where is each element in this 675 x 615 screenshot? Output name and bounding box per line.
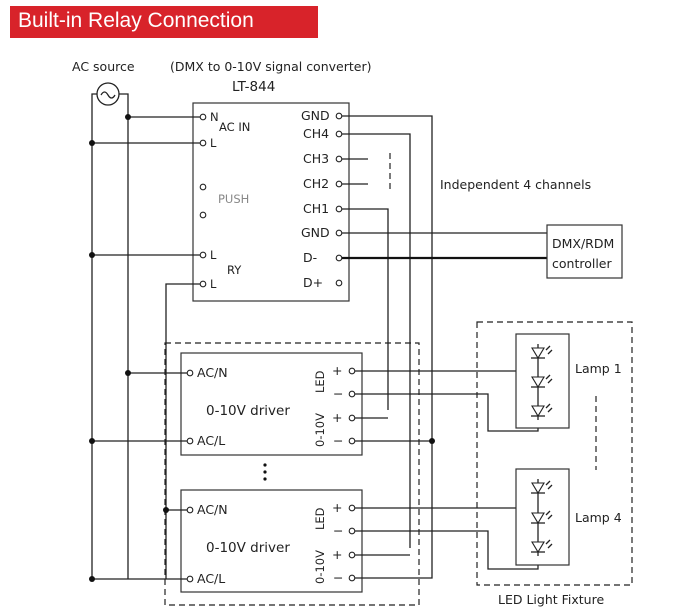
pin-d-minus: D- xyxy=(303,250,317,265)
driver-signal-wiring xyxy=(355,417,435,579)
left-pins: N L L L xyxy=(199,110,219,291)
driver-1-box xyxy=(180,352,363,456)
relay-wiring xyxy=(89,252,200,579)
pin-ch1: CH1 xyxy=(303,201,329,216)
pin-label-n: N xyxy=(210,110,219,124)
driver-2-plus-2: + xyxy=(332,547,342,562)
ac-in-wiring xyxy=(89,114,200,146)
right-pins: GND CH4 CH3 CH2 CH1 GND D- D+ xyxy=(301,108,343,290)
channel-wiring xyxy=(342,115,548,548)
led-output-wiring xyxy=(355,352,539,570)
title: Built-in Relay Connection xyxy=(18,9,254,32)
driver-1-acn: AC/N xyxy=(197,365,228,380)
title-banner: Built-in Relay Connection xyxy=(10,6,318,38)
pin-label-ry-l1: L xyxy=(210,248,217,262)
lamp-4-leds xyxy=(531,479,553,556)
driver-2-signal-label: 0-10V xyxy=(313,550,327,584)
pin-d-plus: D+ xyxy=(303,275,323,290)
driver-1-minus-2: − xyxy=(333,433,343,448)
lamp-1-label: Lamp 1 xyxy=(575,361,622,376)
controller-line1: DMX/RDM xyxy=(552,236,614,251)
driver-1-acl: AC/L xyxy=(197,433,225,448)
ac-source-symbol xyxy=(96,82,120,106)
independent-channels-label: Independent 4 channels xyxy=(440,177,591,192)
converter-description: (DMX to 0-10V signal converter) xyxy=(170,59,371,74)
ac-source-wiring xyxy=(91,93,129,579)
driver-group-outline xyxy=(164,342,420,606)
pin-label-ry-l2: L xyxy=(210,277,217,291)
driver-2-label: 0-10V driver xyxy=(206,540,290,556)
controller-line2: controller xyxy=(552,256,612,271)
driver-2-minus-1: − xyxy=(333,523,343,538)
ry-label: RY xyxy=(227,263,242,277)
driver-2-acl: AC/L xyxy=(197,571,225,586)
driver-1-label: 0-10V driver xyxy=(206,403,290,419)
driver-1-minus-1: − xyxy=(333,386,343,401)
driver-2-acn: AC/N xyxy=(197,502,228,517)
driver-ellipsis xyxy=(263,463,267,481)
driver-1-led-label: LED xyxy=(313,370,327,393)
driver-2-led-label: LED xyxy=(313,507,327,530)
fixture-label: LED Light Fixture xyxy=(498,592,604,607)
pin-ch2: CH2 xyxy=(303,176,329,191)
pin-gnd-2: GND xyxy=(301,225,330,240)
ac-in-label: AC IN xyxy=(219,120,250,134)
driver-1-signal-label: 0-10V xyxy=(313,413,327,447)
driver-2-minus-2: − xyxy=(333,570,343,585)
model-label: LT-844 xyxy=(232,79,275,95)
ac-source-label: AC source xyxy=(72,59,135,74)
lamp-1-leds xyxy=(531,344,553,420)
pin-gnd-1: GND xyxy=(301,108,330,123)
driver-2-box xyxy=(180,489,363,593)
driver-2-plus-1: + xyxy=(332,500,342,515)
pin-ch4: CH4 xyxy=(303,126,329,141)
led-fixture-outline xyxy=(476,321,633,586)
pin-label-l: L xyxy=(210,136,217,150)
lamp-4-label: Lamp 4 xyxy=(575,510,622,525)
converter-box xyxy=(192,102,350,302)
push-label: PUSH xyxy=(218,192,249,206)
dmx-controller-box xyxy=(546,224,623,279)
driver-ac-wiring xyxy=(89,370,187,582)
driver-1-plus-1: + xyxy=(332,363,342,378)
pin-ch3: CH3 xyxy=(303,151,329,166)
driver-1-plus-2: + xyxy=(332,410,342,425)
